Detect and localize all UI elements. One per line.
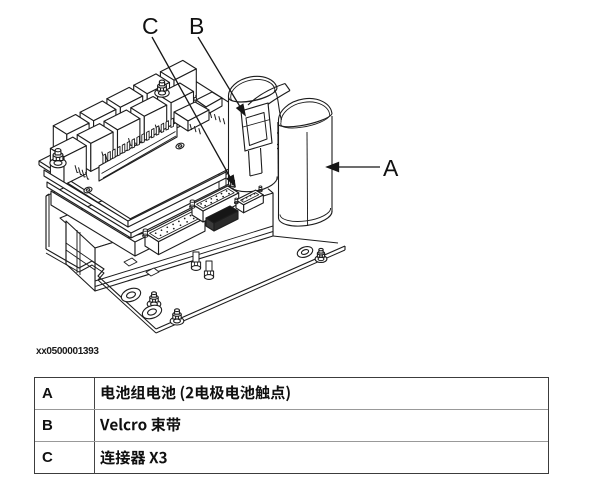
- callout-letters: C B A: [142, 13, 399, 181]
- row-c-label: 连接器 X3: [96, 442, 548, 474]
- row-c-label-text: 连接器 X3: [99, 447, 167, 468]
- standoff-bolts: [49, 79, 170, 169]
- arrowhead-b-icon: [235, 103, 247, 117]
- row-c-label-glyphs: [100, 449, 167, 465]
- row-a-label: 电池组电池 (2电极电池触点): [96, 378, 548, 409]
- callout-letter-c: C: [142, 13, 159, 39]
- leader-line-b: [197, 36, 241, 108]
- corner-components: [173, 91, 226, 135]
- row-a-label-text: 电池组电池 (2电极电池触点): [99, 383, 287, 404]
- pin-header-connector: [98, 117, 178, 182]
- assembly-diagram: C B A: [38, 13, 399, 334]
- base-plate: [45, 193, 346, 334]
- arrowhead-c-icon: [226, 174, 236, 188]
- row-a-label-glyphs: [101, 385, 290, 402]
- figure-id-caption: xx0500001393: [36, 346, 99, 357]
- callout-leaders: [151, 36, 380, 188]
- arrowhead-a-icon: [325, 161, 340, 173]
- battery-unit-line-art: [38, 59, 346, 334]
- parts-table: A 电池组电池 (2电极电池触点) B Velcro 束带 C 连接器 X3: [34, 377, 549, 474]
- row-b-key: B: [35, 409, 95, 441]
- row-b-label-text: Velcro 束带: [99, 415, 178, 436]
- table-row-c: C 连接器 X3: [35, 441, 548, 474]
- callout-letter-b: B: [189, 13, 204, 39]
- velcro-strap: [240, 82, 291, 177]
- row-a-key: A: [35, 378, 95, 409]
- row-c-key: C: [35, 441, 95, 474]
- row-b-label-glyphs: [99, 417, 181, 432]
- callout-letter-a: A: [383, 155, 399, 181]
- table-row-a: A 电池组电池 (2电极电池触点): [35, 378, 548, 410]
- row-b-label: Velcro 束带: [96, 410, 548, 441]
- leader-line-c: [151, 36, 232, 179]
- table-row-b: B Velcro 束带: [35, 409, 548, 442]
